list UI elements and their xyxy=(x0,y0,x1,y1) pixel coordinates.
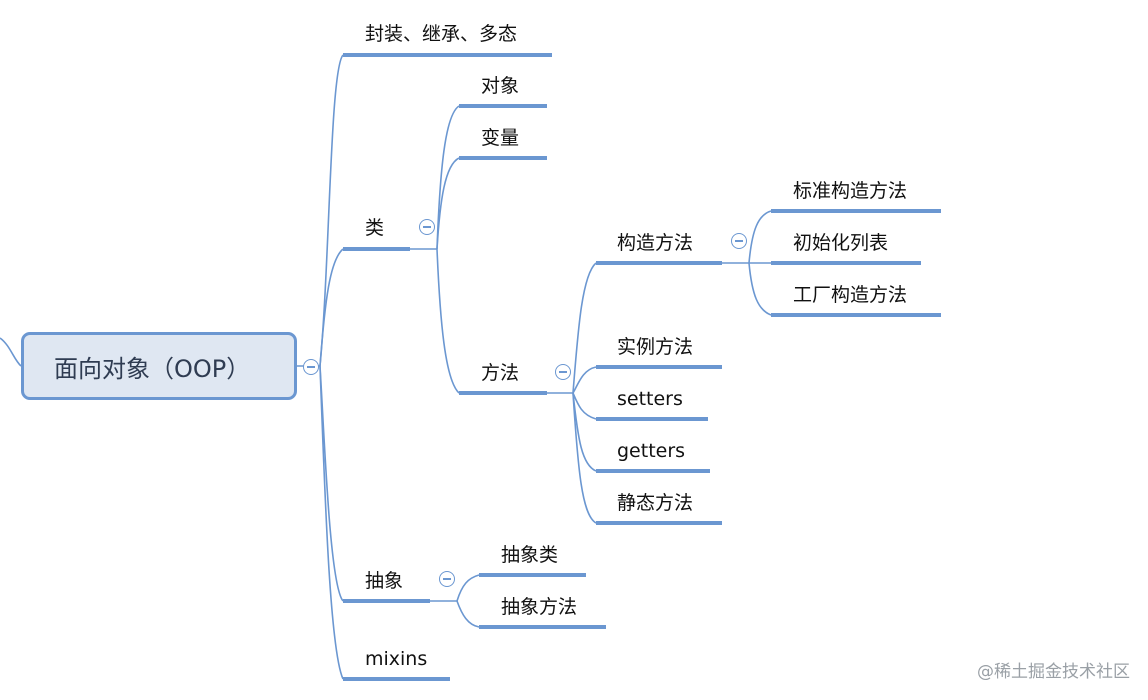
node-encapsulation[interactable]: 封装、继承、多态 xyxy=(365,23,518,45)
node-instance-method[interactable]: 实例方法 xyxy=(617,336,694,358)
collapse-icon[interactable] xyxy=(419,219,435,235)
node-abstract-class[interactable]: 抽象类 xyxy=(501,544,559,566)
node-underline xyxy=(343,599,430,603)
node-underline xyxy=(343,677,450,681)
node-class-object[interactable]: 对象 xyxy=(481,75,520,97)
node-getters[interactable]: getters xyxy=(617,440,686,462)
node-underline xyxy=(343,53,552,57)
root-label: 面向对象（OOP） xyxy=(54,354,251,383)
node-abstract-method[interactable]: 抽象方法 xyxy=(501,596,578,618)
node-underline xyxy=(596,261,722,265)
node-setters[interactable]: setters xyxy=(617,388,683,410)
collapse-icon[interactable] xyxy=(303,359,319,375)
node-underline xyxy=(771,313,941,317)
collapse-icon[interactable] xyxy=(731,233,747,249)
node-underline xyxy=(596,469,710,473)
node-underline xyxy=(596,417,708,421)
watermark: @稀土掘金技术社区 xyxy=(977,662,1130,682)
node-ctor-initializer[interactable]: 初始化列表 xyxy=(793,232,889,254)
node-underline xyxy=(479,625,606,629)
node-ctor-factory[interactable]: 工厂构造方法 xyxy=(793,284,908,306)
node-underline xyxy=(479,573,586,577)
node-constructor[interactable]: 构造方法 xyxy=(617,232,694,254)
node-static-method[interactable]: 静态方法 xyxy=(617,492,694,514)
root-node[interactable]: 面向对象（OOP） xyxy=(21,332,297,400)
node-class[interactable]: 类 xyxy=(365,217,385,239)
collapse-icon[interactable] xyxy=(555,364,571,380)
node-ctor-standard[interactable]: 标准构造方法 xyxy=(793,180,908,202)
node-underline xyxy=(771,209,941,213)
node-underline xyxy=(596,521,722,525)
node-underline xyxy=(771,261,921,265)
node-underline xyxy=(343,247,410,251)
node-underline xyxy=(459,156,547,160)
node-underline xyxy=(596,365,722,369)
node-underline xyxy=(459,104,547,108)
node-mixins[interactable]: mixins xyxy=(365,648,428,670)
node-underline xyxy=(459,391,547,395)
collapse-icon[interactable] xyxy=(439,571,455,587)
node-class-variable[interactable]: 变量 xyxy=(481,127,520,149)
node-abstract[interactable]: 抽象 xyxy=(365,570,404,592)
node-class-method[interactable]: 方法 xyxy=(481,362,520,384)
